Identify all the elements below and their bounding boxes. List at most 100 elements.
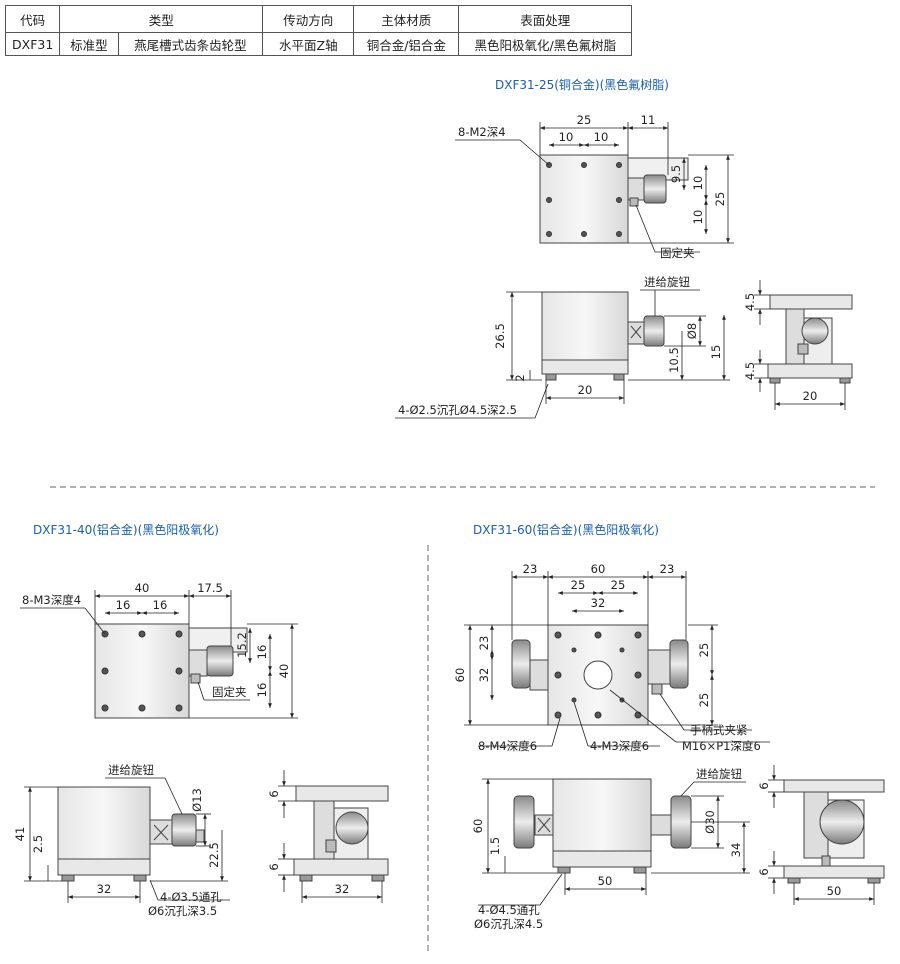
d25-front-dims (395, 289, 730, 419)
d25-front-view (541, 291, 665, 381)
d60-top-dims (464, 571, 770, 747)
d60-dim-knob-center: 34 (729, 843, 743, 858)
d40-front-view (57, 786, 205, 882)
d25-dim-10b: 10 (691, 210, 705, 225)
d40-dim-width: 40 (135, 581, 150, 595)
d25-callout-knob: 进给旋钮 (644, 275, 690, 289)
d25-callout-clamp: 固定夹 (660, 246, 695, 260)
d60-dim-pitch-a: 25 (571, 578, 586, 592)
d40-side-dims (278, 770, 383, 903)
d40-callout-holes: 8-M3深度4 (22, 593, 81, 607)
d25-dim-base-plate: 4.5 (743, 362, 757, 380)
d25-top-holes (546, 162, 622, 237)
d25-dim-base: 2 (513, 374, 527, 381)
d25-dim-knob-dia: Ø8 (685, 323, 699, 339)
d60-dim-top-plate: 6 (757, 782, 771, 789)
d60-dim-25a: 25 (697, 643, 711, 658)
d40-dim-top-plate: 6 (267, 790, 281, 797)
header-material: 主体材质 (353, 5, 460, 33)
d60-dim-left-knob: 23 (523, 562, 538, 576)
title-dxf31-60: DXF31-60(铝合金)(黑色阳极氧化) (473, 523, 659, 537)
d60-side-dims (768, 765, 875, 905)
d40-dim-knob-center: 22.5 (207, 842, 221, 868)
d25-dim-height: 25 (713, 192, 727, 207)
cell-type-detail: 燕尾槽式齿条齿轮型 (117, 32, 264, 56)
d60-dim-32-vert: 32 (477, 668, 491, 683)
d25-callout-holes: 8-M2深4 (458, 125, 506, 139)
d40-dim-base: 2.5 (31, 835, 45, 853)
d40-dim-side-width: 32 (335, 882, 350, 896)
d25-dim-width: 25 (577, 113, 592, 127)
d60-dim-inner-pitch: 32 (591, 596, 606, 610)
d25-dim-height-front: 26.5 (493, 323, 507, 349)
header-surface: 表面处理 (458, 5, 633, 33)
d25-dim-side-width: 20 (803, 389, 818, 403)
d60-dim-base: 1.5 (488, 837, 502, 855)
d25-side-view (767, 294, 853, 384)
d40-callout-clamp: 固定夹 (212, 685, 247, 699)
cell-type: 标准型 (59, 32, 119, 56)
d60-callout-base-holes: 4-Ø4.5通孔 (478, 903, 540, 917)
d60-side-view (783, 779, 885, 884)
d60-dim-knob-dia: Ø30 (703, 810, 717, 834)
d40-dim-knob-offset: 17.5 (197, 581, 223, 595)
d25-dim-base-pitch: 20 (578, 383, 593, 397)
cell-code: DXF31 (4, 32, 61, 56)
d25-dim-knob-offset: 11 (641, 113, 656, 127)
d60-dim-width: 60 (591, 562, 606, 576)
d60-dim-right-knob: 23 (660, 562, 675, 576)
d60-callout-holes-m3: 4-M3深度6 (590, 739, 649, 753)
d60-front-dims (478, 778, 750, 906)
cell-direction: 水平面Z轴 (262, 32, 355, 56)
d40-top-dims (20, 590, 298, 719)
d25-dim-knob-center: 10.5 (667, 347, 681, 373)
d60-callout-holes-m4: 8-M4深度6 (478, 739, 537, 753)
d25-side-dims (754, 280, 846, 410)
d40-front-dims (24, 777, 230, 903)
d40-dim-16b: 16 (255, 683, 269, 698)
d25-callout-base-holes: 4-Ø2.5沉孔Ø4.5深2.5 (398, 403, 517, 417)
d40-dim-knob-dia: Ø13 (190, 788, 204, 812)
d60-callout-counterbore: Ø6沉孔深4.5 (474, 917, 543, 931)
d40-callout-knob: 进给旋钮 (108, 763, 154, 777)
d60-dim-25b: 25 (697, 693, 711, 708)
header-code: 代码 (4, 5, 61, 33)
d60-dim-height-front: 60 (471, 819, 485, 834)
d25-dim-top-plate: 4.5 (743, 293, 757, 311)
d60-dim-base-plate: 6 (757, 868, 771, 875)
d25-top-dims (455, 122, 734, 253)
title-dxf31-40: DXF31-40(铝合金)(黑色阳极氧化) (33, 523, 219, 537)
d60-dim-side-width: 50 (827, 884, 842, 898)
cell-surface: 黑色阳极氧化/黑色氟树脂 (458, 32, 633, 56)
spec-table: 代码 类型 传动方向 主体材质 表面处理 DXF31 标准型 燕尾槽式齿条齿轮型… (4, 5, 633, 56)
header-type: 类型 (59, 5, 264, 33)
d60-callout-clamp: 手柄式夹紧 (690, 723, 748, 737)
d60-front-view (513, 778, 692, 874)
d40-dim-height: 40 (277, 664, 291, 679)
d60-dim-base-pitch: 50 (598, 874, 613, 888)
d40-dim-pitch-b: 16 (153, 598, 168, 612)
d40-side-view (293, 785, 389, 882)
d60-top-view (511, 624, 689, 726)
d60-callout-center-hole: M16×P1深度6 (682, 739, 761, 753)
d40-callout-base-holes: 4-Ø3.5通孔 (160, 890, 222, 904)
d40-top-holes (101, 630, 183, 712)
d25-dim-10a: 10 (691, 176, 705, 191)
cell-material: 铜合金/铝合金 (353, 32, 460, 56)
d40-callout-counterbore: Ø6沉孔深3.5 (148, 904, 217, 918)
d25-dim-15: 15 (709, 345, 723, 360)
d60-dim-23-vert: 23 (477, 636, 491, 651)
d25-dim-95: 9.5 (669, 165, 683, 183)
d60-callout-knob: 进给旋钮 (696, 767, 742, 781)
d40-dim-base-pitch: 32 (97, 882, 112, 896)
d25-dim-pitch-b: 10 (594, 130, 609, 144)
title-dxf31-25: DXF31-25(铜合金)(黑色氟树脂) (495, 78, 669, 92)
d40-dim-16a: 16 (255, 645, 269, 660)
d40-dim-152: 15.2 (235, 632, 249, 658)
d25-top-view (539, 154, 689, 244)
d40-dim-height-front: 41 (13, 827, 27, 842)
d40-dim-pitch-a: 16 (116, 598, 131, 612)
d60-dim-height: 60 (453, 668, 467, 683)
d40-top-view (94, 623, 248, 719)
